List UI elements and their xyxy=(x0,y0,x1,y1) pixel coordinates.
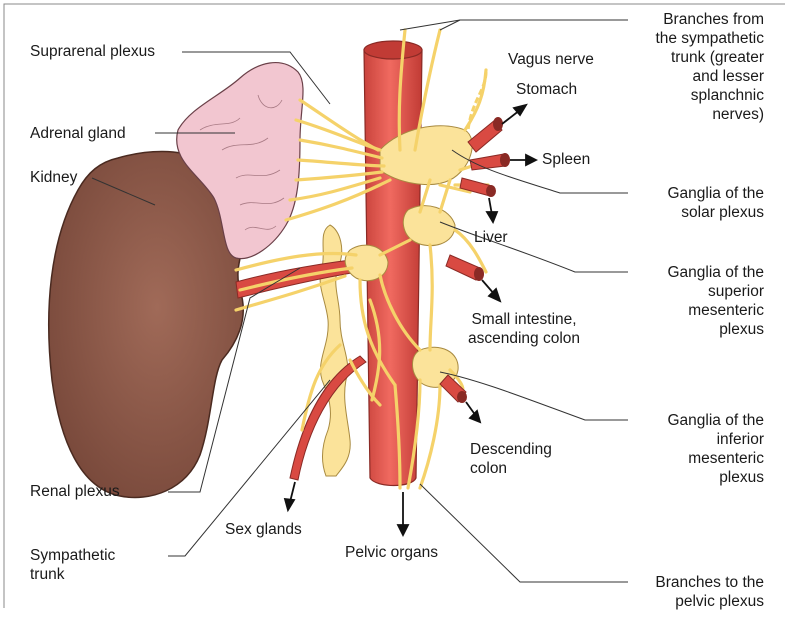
label-sex-glands: Sex glands xyxy=(225,520,302,539)
label-vagus-nerve: Vagus nerve xyxy=(508,50,594,69)
label-ganglia-inferior: Ganglia of the inferior mesenteric plexu… xyxy=(667,411,764,487)
label-ganglia-solar: Ganglia of the solar plexus xyxy=(667,184,764,222)
label-descending-colon: Descending colon xyxy=(470,440,552,478)
label-stomach: Stomach xyxy=(516,80,577,99)
label-adrenal-gland: Adrenal gland xyxy=(30,124,126,143)
label-branches-pelvic: Branches to the pelvic plexus xyxy=(655,573,764,611)
label-branches-sympathetic: Branches from the sympathetic trunk (gre… xyxy=(655,10,764,124)
label-ganglia-superior: Ganglia of the superior mesenteric plexu… xyxy=(667,263,764,339)
label-suprarenal-plexus: Suprarenal plexus xyxy=(30,42,155,61)
label-sympathetic-trunk: Sympathetic trunk xyxy=(30,546,115,584)
label-pelvic-organs: Pelvic organs xyxy=(345,543,438,562)
label-kidney: Kidney xyxy=(30,168,77,187)
label-liver: Liver xyxy=(474,228,508,247)
label-small-intestine: Small intestine, ascending colon xyxy=(468,310,580,348)
aorta-top xyxy=(364,41,422,59)
label-renal-plexus: Renal plexus xyxy=(30,482,120,501)
label-spleen: Spleen xyxy=(542,150,590,169)
